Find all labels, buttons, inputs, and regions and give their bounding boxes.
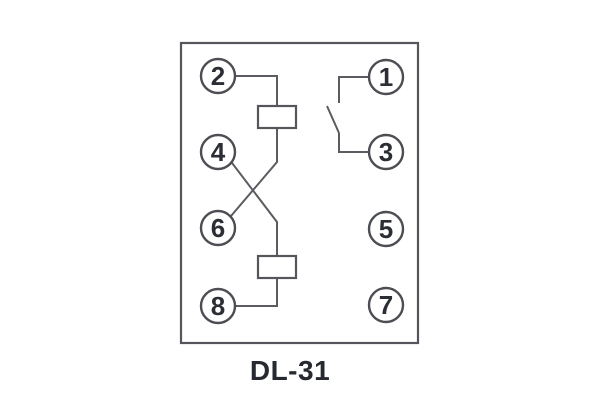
wire-4-coil-8: [228, 158, 278, 307]
terminal-6-label: 6: [211, 213, 225, 243]
terminal-7: 7: [367, 286, 405, 324]
contact-blade: [326, 105, 340, 134]
terminal-6-circle: [199, 209, 237, 247]
terminal-5-label: 5: [379, 214, 393, 244]
terminal-4: 4: [199, 133, 237, 171]
terminal-5-circle: [367, 210, 405, 248]
terminal-8-label: 8: [211, 291, 225, 321]
terminal-1-circle: [367, 58, 405, 96]
relay-case-outline: [179, 41, 420, 345]
terminal-3-label: 3: [379, 137, 393, 167]
terminal-2-label: 2: [211, 61, 225, 91]
wire-contact-to-3: [338, 133, 369, 153]
wire-2-coil-6: [230, 75, 278, 217]
terminal-5: 5: [367, 210, 405, 248]
terminal-2-circle: [199, 57, 237, 95]
terminal-3-circle: [367, 133, 405, 171]
terminal-1: 1: [367, 58, 405, 96]
terminal-2: 2: [199, 57, 237, 95]
diagram-title: DL-31: [250, 355, 330, 386]
terminal-4-circle: [199, 133, 237, 171]
coil-symbol-lower: [256, 254, 298, 280]
terminal-8: 8: [199, 287, 237, 325]
terminal-7-label: 7: [379, 290, 393, 320]
terminal-1-label: 1: [379, 62, 393, 92]
terminal-6: 6: [199, 209, 237, 247]
wire-1-fixed-contact: [338, 76, 369, 103]
terminal-8-circle: [199, 287, 237, 325]
coil-symbol-upper: [256, 104, 298, 130]
terminal-4-label: 4: [211, 137, 226, 167]
terminal-3: 3: [367, 133, 405, 171]
terminal-7-circle: [367, 286, 405, 324]
